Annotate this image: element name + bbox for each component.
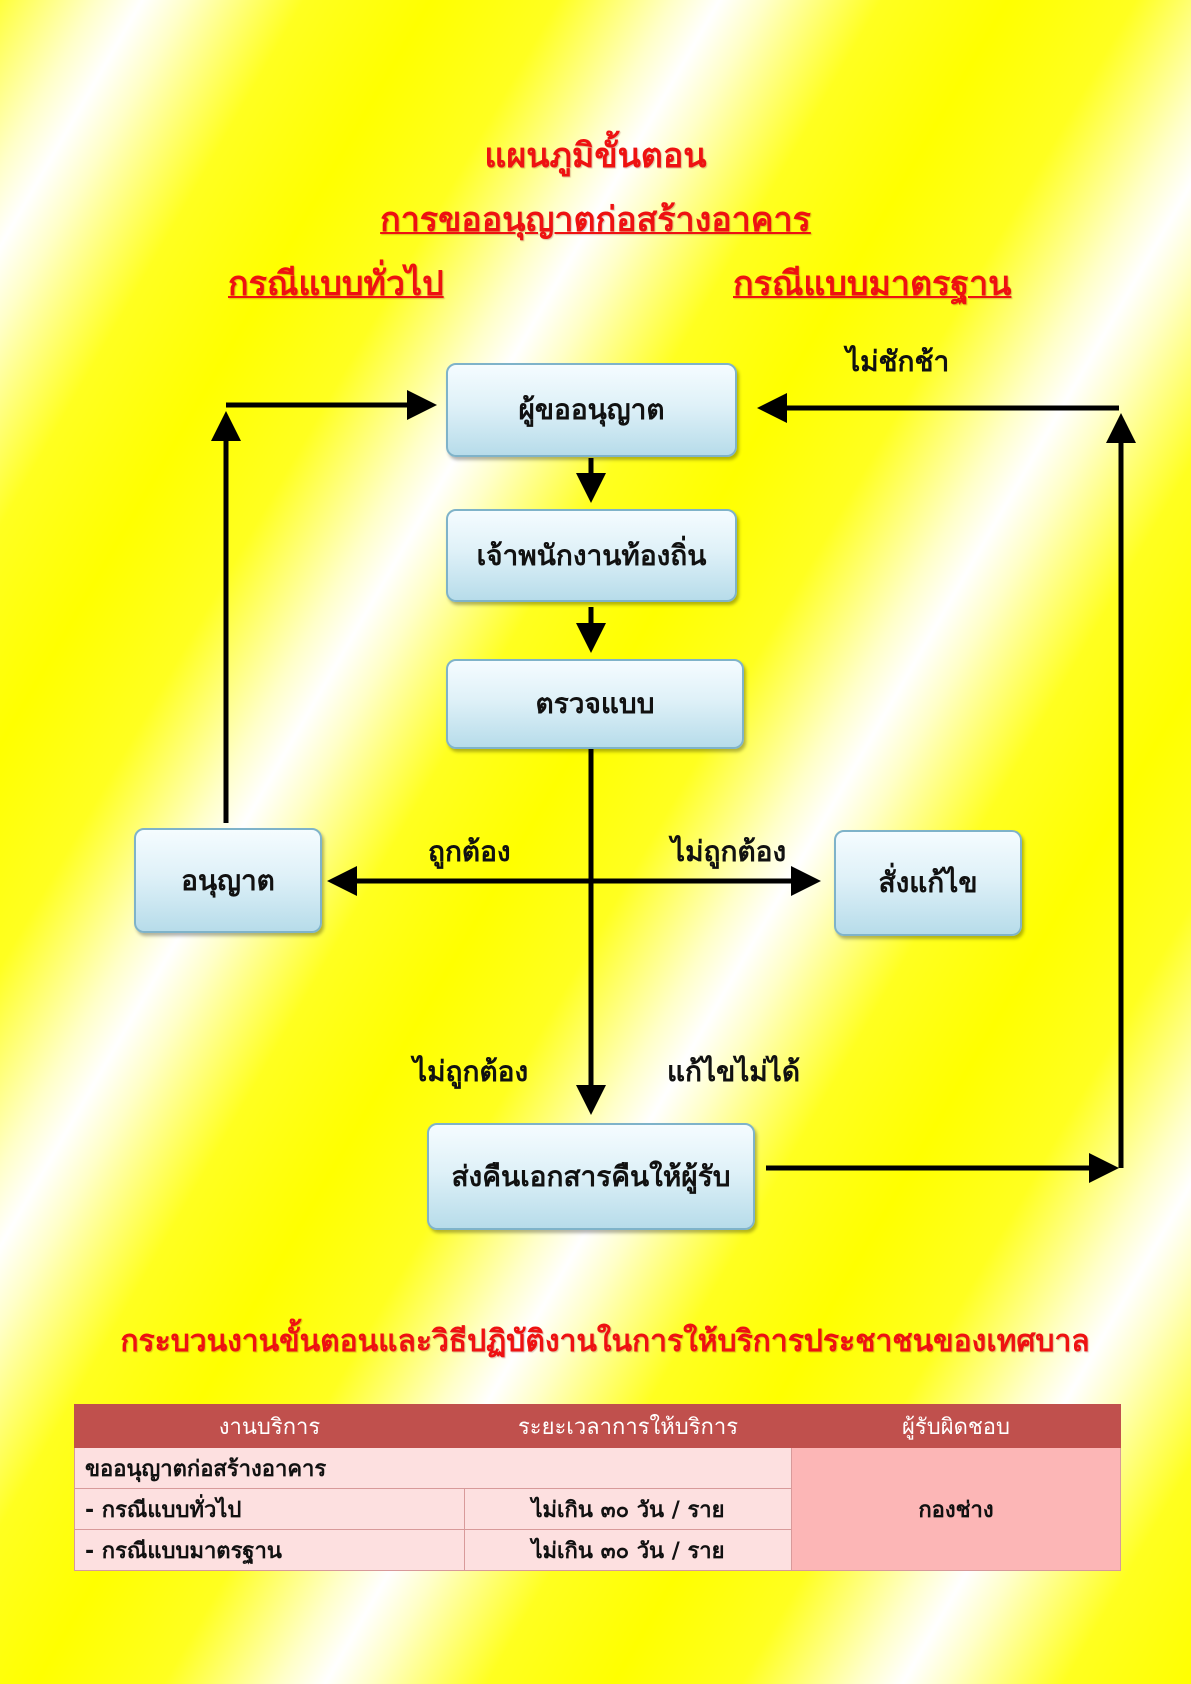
table-row: ขออนุญาตก่อสร้างอาคาร กองช่าง (74, 1447, 1121, 1571)
case-cell: - กรณีแบบทั่วไป (74, 1488, 465, 1530)
responsible-cell: กองช่าง (791, 1447, 1121, 1571)
label-incorrect-right: ไม่ถูกต้อง (671, 835, 787, 868)
table-row: - กรณีแบบทั่วไป ไม่เกิน ๓๐ วัน / ราย (74, 1488, 1121, 1530)
box-return-docs: ส่งคืนเอกสารคืนให้ผู้รับ (427, 1123, 755, 1230)
box-permit: อนุญาต (134, 828, 322, 933)
table-header-row: งานบริการ ระยะเวลาการให้บริการ ผู้รับผิด… (74, 1404, 1121, 1448)
footer-title: กระบวนงานขั้นตอนและวิธีปฏิบัติงานในการให… (120, 1324, 1090, 1359)
case-cell: - กรณีแบบมาตรฐาน (74, 1529, 465, 1571)
duration-cell: ไม่เกิน ๓๐ วัน / ราย (464, 1529, 792, 1571)
label-correct: ถูกต้อง (428, 835, 511, 868)
service-name-cell: ขออนุญาตก่อสร้างอาคาร (74, 1447, 792, 1489)
box-local-officer: เจ้าพนักงานท้องถิ่น (446, 509, 737, 602)
case-standard-heading: กรณีแบบมาตรฐาน (733, 264, 1012, 304)
box-order-fix: สั่งแก้ไข (834, 830, 1022, 936)
case-general-heading: กรณีแบบทั่วไป (228, 264, 444, 304)
box-check-plan: ตรวจแบบ (446, 659, 744, 749)
table-header: ระยะเวลาการให้บริการ (464, 1404, 792, 1448)
label-no-delay: ไม่ชักช้า (846, 345, 950, 378)
label-incorrect-left: ไม่ถูกต้อง (413, 1055, 529, 1088)
box-applicant: ผู้ขออนุญาต (446, 363, 737, 457)
page-title: แผนภูมิขั้นตอน (484, 136, 707, 176)
label-unfixable: แก้ไขไม่ได้ (667, 1055, 801, 1088)
service-table: งานบริการ ระยะเวลาการให้บริการ ผู้รับผิด… (74, 1404, 1121, 1571)
table-header: งานบริการ (74, 1404, 465, 1448)
table-row: - กรณีแบบมาตรฐาน ไม่เกิน ๓๐ วัน / ราย (74, 1529, 1121, 1571)
duration-cell: ไม่เกิน ๓๐ วัน / ราย (464, 1488, 792, 1530)
table-header: ผู้รับผิดชอบ (791, 1404, 1121, 1448)
page-subtitle: การขออนุญาตก่อสร้างอาคาร (380, 200, 811, 240)
